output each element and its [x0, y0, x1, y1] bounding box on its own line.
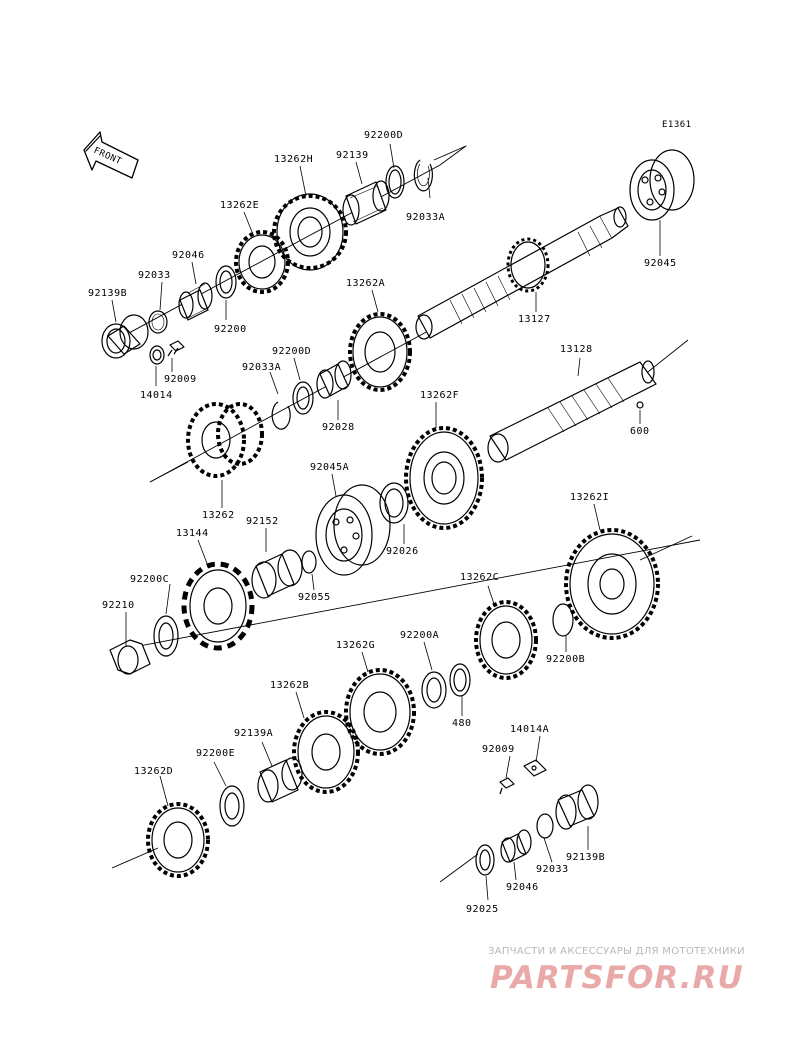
part-label-13262c[interactable]: 13262C	[460, 572, 500, 583]
bush-92028	[316, 360, 352, 399]
o-ring-92055	[301, 550, 317, 574]
part-label-92139b-top[interactable]: 92139B	[88, 288, 128, 299]
part-label-92139a[interactable]: 92139A	[234, 728, 274, 739]
part-label-92033-top[interactable]: 92033	[138, 270, 171, 281]
part-label-92009-top[interactable]: 92009	[164, 374, 197, 385]
part-label-92200[interactable]: 92200	[214, 324, 247, 335]
gear-13262i	[564, 528, 660, 640]
washer-92025	[475, 844, 495, 876]
circlip-92033-bottom	[536, 813, 554, 839]
part-label-13262h[interactable]: 13262H	[274, 154, 314, 165]
gear-13262h	[272, 193, 348, 271]
part-label-600[interactable]: 600	[630, 426, 650, 437]
part-label-92033a-mid[interactable]: 92033A	[242, 362, 282, 373]
washer-92200	[215, 265, 237, 299]
bolt-92009-bottom	[499, 777, 515, 795]
watermark: ЗАПЧАСТИ И АКСЕССУАРЫ ДЛЯ МОТОТЕХНИКИ PA…	[488, 946, 788, 1026]
part-label-13262a[interactable]: 13262A	[346, 278, 386, 289]
part-label-92025[interactable]: 92025	[466, 904, 499, 915]
bearing-92139-top	[342, 180, 390, 226]
leader-lines	[111, 143, 661, 901]
gear-13262a	[348, 312, 412, 392]
circlip-92033a-top	[413, 159, 433, 192]
part-label-92200c[interactable]: 92200C	[130, 574, 170, 585]
part-label-92026[interactable]: 92026	[386, 546, 419, 557]
plate-14014a	[523, 759, 547, 777]
pin-600	[636, 401, 644, 409]
washer-92200c	[153, 615, 179, 657]
part-label-13262f[interactable]: 13262F	[420, 390, 460, 401]
part-label-92210[interactable]: 92210	[102, 600, 135, 611]
circlip-92033-top	[148, 310, 168, 334]
bearing-92045a	[315, 484, 391, 576]
assembly-axes	[111, 145, 701, 883]
part-label-92033a-top[interactable]: 92033A	[406, 212, 446, 223]
ring-480	[449, 663, 471, 697]
part-label-92045[interactable]: 92045	[644, 258, 677, 269]
washer-92200b	[552, 603, 574, 637]
part-label-13262d[interactable]: 13262D	[134, 766, 174, 777]
part-label-92152[interactable]: 92152	[246, 516, 279, 527]
gear-13262f	[404, 426, 484, 530]
part-label-13262e[interactable]: 13262E	[220, 200, 260, 211]
gear-13262c	[474, 600, 538, 680]
part-label-14014a[interactable]: 14014A	[510, 724, 550, 735]
gear-13262e	[234, 230, 290, 294]
washer-92200e	[219, 785, 245, 827]
part-label-92009-bottom[interactable]: 92009	[482, 744, 515, 755]
front-arrow-icon	[83, 131, 139, 179]
shaft-13128	[487, 360, 657, 463]
washer-92200d-top	[385, 165, 405, 199]
part-label-92139b-bottom[interactable]: 92139B	[566, 852, 606, 863]
part-label-92033-bottom[interactable]: 92033	[536, 864, 569, 875]
part-label-92200a[interactable]: 92200A	[400, 630, 440, 641]
bush-92139b-bottom	[555, 784, 599, 830]
part-label-92200d-mid[interactable]: 92200D	[272, 346, 312, 357]
part-label-13262b[interactable]: 13262B	[270, 680, 310, 691]
bearing-92045	[629, 149, 695, 221]
collar-92152	[251, 549, 303, 599]
part-label-13262[interactable]: 13262	[202, 510, 235, 521]
part-label-92045a[interactable]: 92045A	[310, 462, 350, 473]
part-label-13262i[interactable]: 13262I	[570, 492, 610, 503]
watermark-brand: PARTSFOR.RU	[490, 960, 744, 996]
circlip-92033a-mid	[271, 401, 291, 430]
watermark-caption: ЗАПЧАСТИ И АКСЕССУАРЫ ДЛЯ МОТОТЕХНИКИ	[488, 946, 745, 957]
part-label-92046-top[interactable]: 92046	[172, 250, 205, 261]
sprocket-13144	[181, 561, 255, 651]
part-label-92139-top[interactable]: 92139	[336, 150, 369, 161]
part-label-13128[interactable]: 13128	[560, 344, 593, 355]
part-label-92200b[interactable]: 92200B	[546, 654, 586, 665]
diagram-code: E1361	[662, 120, 692, 130]
washer-92200a	[421, 671, 447, 709]
part-label-13262g[interactable]: 13262G	[336, 640, 376, 651]
bolt-92009-top	[167, 340, 185, 357]
nut-92210	[109, 639, 151, 675]
gear-13262	[186, 402, 264, 478]
part-label-92046-bottom[interactable]: 92046	[506, 882, 539, 893]
part-label-13144[interactable]: 13144	[176, 528, 209, 539]
needle-bearing-92046-top	[178, 282, 213, 321]
washer-14014	[149, 345, 165, 365]
washer-92200d-mid	[292, 381, 314, 415]
bush-92139a	[257, 757, 303, 803]
part-label-480[interactable]: 480	[452, 718, 472, 729]
gear-13262d	[146, 802, 210, 878]
bush-92139b-top	[101, 314, 149, 359]
part-label-92200e[interactable]: 92200E	[196, 748, 236, 759]
part-label-13127[interactable]: 13127	[518, 314, 551, 325]
gear-13262b	[292, 710, 360, 794]
part-label-92028[interactable]: 92028	[322, 422, 355, 433]
part-label-92055[interactable]: 92055	[298, 592, 331, 603]
gear-13262g	[344, 668, 416, 756]
part-label-14014[interactable]: 14014	[140, 390, 173, 401]
needle-bearing-92046-bottom	[500, 829, 532, 863]
washer-92026	[379, 482, 409, 524]
shaft-13127	[415, 206, 629, 340]
part-label-92200d-top[interactable]: 92200D	[364, 130, 404, 141]
